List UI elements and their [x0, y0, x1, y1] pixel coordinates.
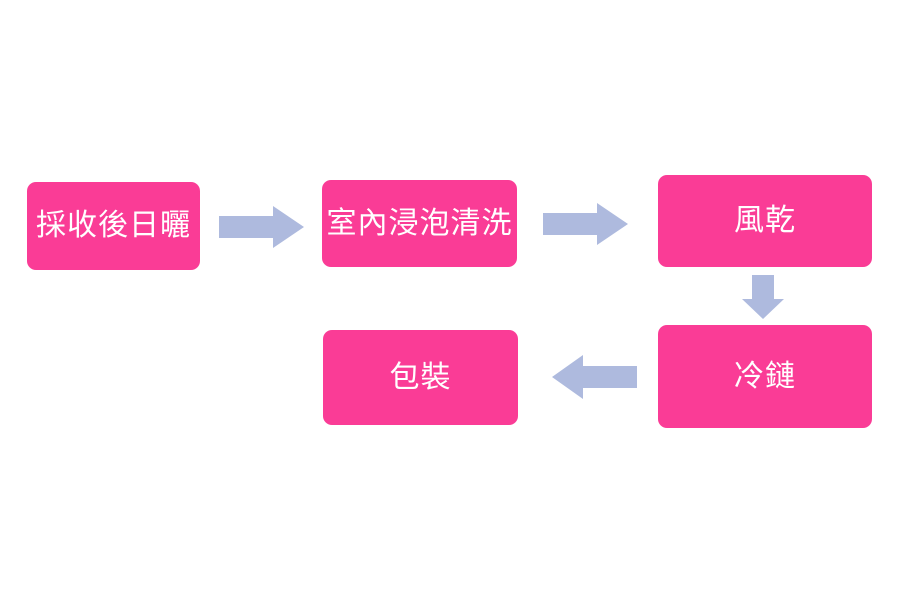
flow-node-packaging[interactable]: 包裝 [323, 330, 518, 425]
flow-node-label: 採收後日曬 [36, 209, 191, 242]
flow-node-label: 冷鏈 [734, 359, 796, 393]
arrow-left-cold-to-pack [552, 355, 637, 399]
flow-node-indoor-soak-wash[interactable]: 室內浸泡清洗 [322, 180, 517, 267]
arrow-down-dry-to-cold [742, 275, 784, 319]
flow-node-label: 包裝 [389, 360, 452, 394]
flow-node-label: 風乾 [734, 204, 796, 237]
arrow-right-wash-to-dry [543, 203, 628, 245]
flow-node-harvest-sun-dry[interactable]: 採收後日曬 [27, 182, 200, 270]
flow-node-cold-chain[interactable]: 冷鏈 [658, 325, 872, 428]
flow-node-label: 室內浸泡清洗 [326, 206, 513, 240]
flow-node-air-dry[interactable]: 風乾 [658, 175, 872, 267]
arrow-right-harvest-to-wash [219, 206, 304, 248]
